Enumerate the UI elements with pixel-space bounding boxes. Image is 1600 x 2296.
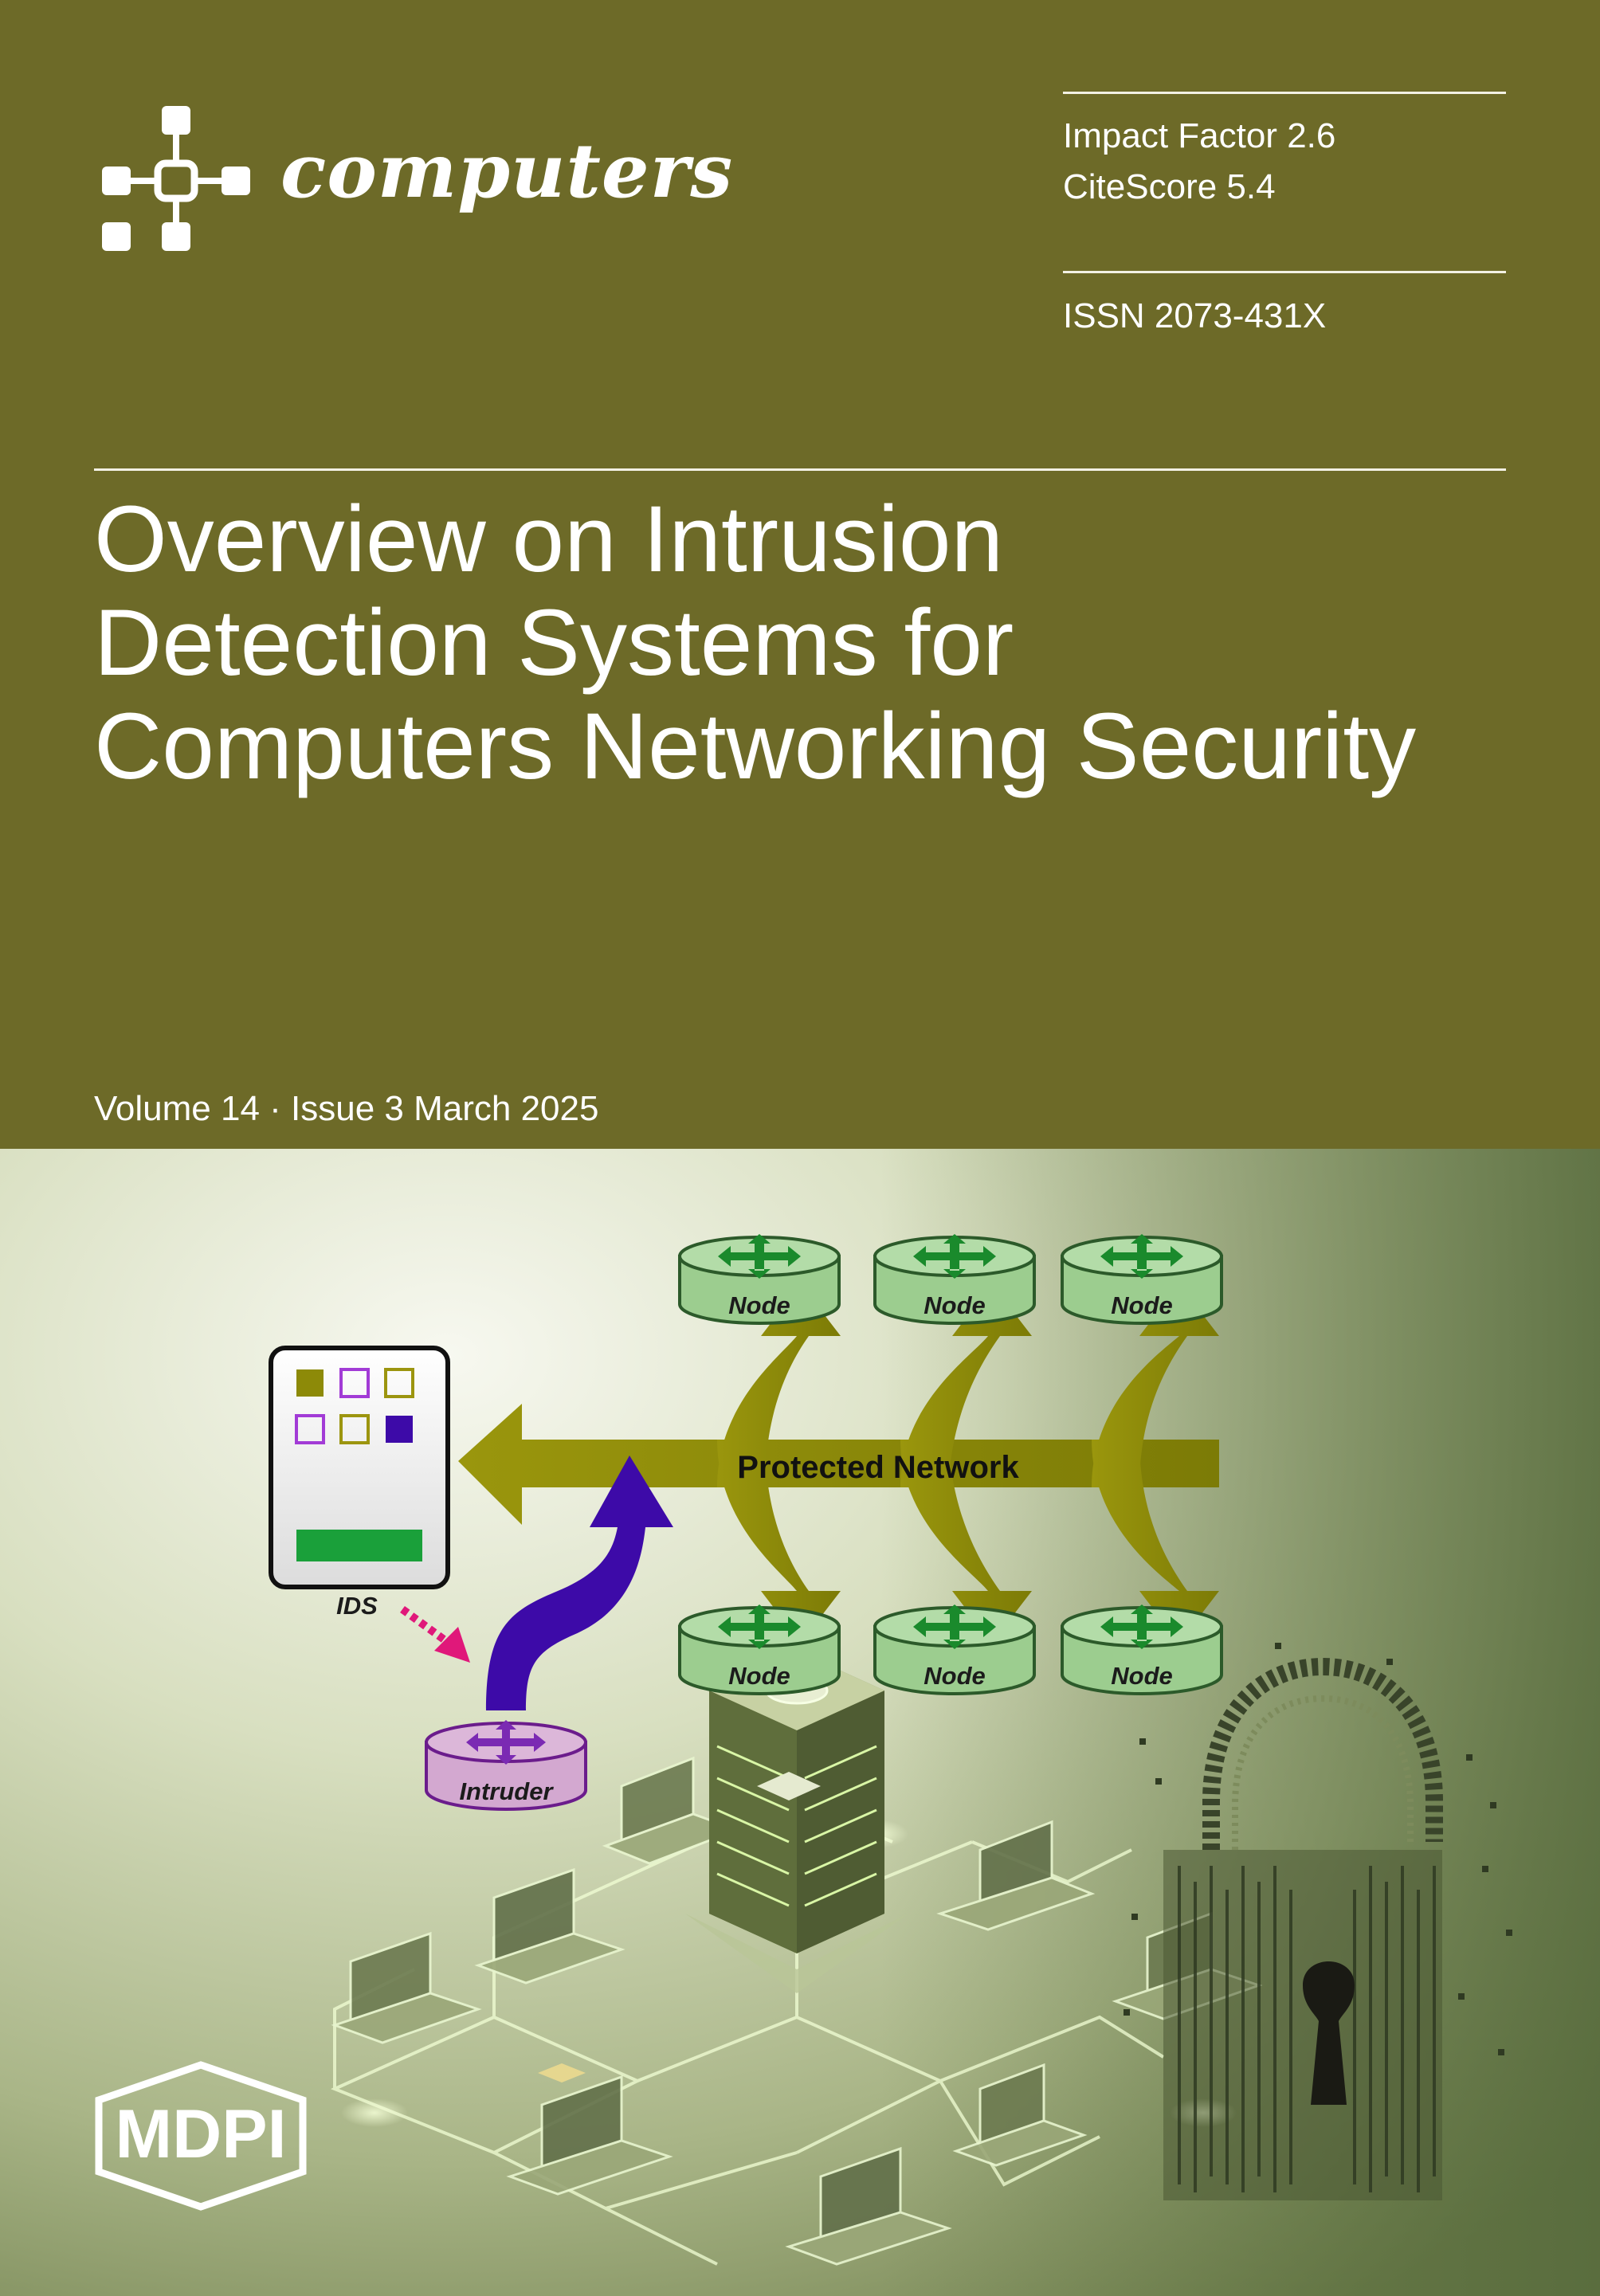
journal-name: computers	[280, 127, 734, 215]
volume-issue: Volume 14 · Issue 3 March 2025	[94, 1089, 599, 1128]
laptop-icon	[952, 2063, 1088, 2167]
computers-logo-icon	[102, 106, 250, 251]
metrics-middle-rule	[1063, 271, 1506, 273]
node: Node	[1061, 1604, 1223, 1695]
article-title-line: Computers Networking Security	[94, 694, 1417, 799]
protected-network-label: Protected Network	[737, 1450, 1019, 1485]
node-label: Node	[1111, 1291, 1173, 1319]
ids-device-icon	[269, 1346, 450, 1589]
citescore: CiteScore 5.4	[1063, 167, 1276, 206]
node-label: Node	[728, 1291, 790, 1319]
node-label: Node	[924, 1662, 986, 1690]
node-label: Node	[728, 1662, 790, 1690]
node: Node	[678, 1234, 841, 1325]
laptop-icon	[785, 2146, 952, 2266]
laptop-icon	[936, 1820, 1096, 1931]
mdpi-logo-icon: MDPI	[95, 2061, 307, 2211]
protected-network-arrow	[458, 1284, 1219, 1643]
intruder-label: Intruder	[459, 1777, 554, 1805]
node-arrows-icon	[1100, 1234, 1183, 1279]
laptop-icon	[506, 2075, 673, 2196]
intruder-arrow	[486, 1456, 673, 1710]
node-arrows-icon	[718, 1604, 801, 1649]
node: Node	[1061, 1234, 1223, 1325]
padlock-icon	[1124, 1643, 1512, 2200]
article-title: Overview on Intrusion Detection Systems …	[94, 488, 1528, 798]
article-title-line: Detection Systems for	[94, 590, 1014, 695]
node-arrows-icon	[913, 1604, 996, 1649]
glow-pad	[341, 2098, 408, 2127]
laptop-icon	[602, 1756, 741, 1865]
intruder-arrows-icon	[466, 1720, 546, 1765]
node-arrows-icon	[1100, 1604, 1183, 1649]
device-icon	[538, 1772, 821, 2082]
intruder-node: Intruder	[425, 1720, 587, 1811]
issn: ISSN 2073-431X	[1063, 296, 1327, 335]
node-label: Node	[924, 1291, 986, 1319]
laptop-icon	[474, 1867, 625, 1985]
node-arrows-icon	[718, 1234, 801, 1279]
ids-label: IDS	[336, 1592, 378, 1620]
impact-factor: Impact Factor 2.6	[1063, 116, 1336, 155]
node-arrows-icon	[913, 1234, 996, 1279]
article-title-line: Overview on Intrusion	[94, 487, 1004, 592]
mdpi-logo-text: MDPI	[116, 2096, 287, 2173]
node: Node	[873, 1234, 1036, 1325]
title-rule	[94, 468, 1506, 471]
node: Node	[678, 1604, 841, 1695]
metrics-top-rule	[1063, 92, 1506, 94]
node: Node	[873, 1604, 1036, 1695]
ids-alert-arrow	[400, 1605, 470, 1663]
laptop-icon	[331, 1931, 482, 2044]
cover-header-band	[0, 0, 1600, 1149]
node-label: Node	[1111, 1662, 1173, 1690]
